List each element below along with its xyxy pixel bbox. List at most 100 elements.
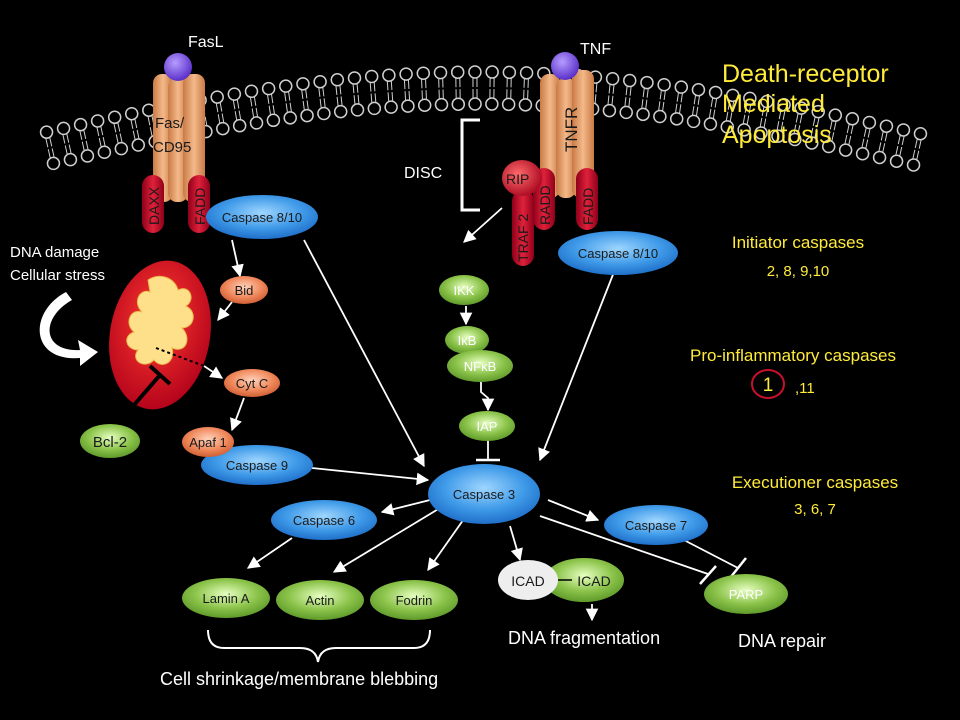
bcl2-node: Bcl-2 bbox=[80, 424, 140, 458]
lipid-head bbox=[485, 65, 499, 79]
lipid-tail bbox=[608, 84, 611, 94]
lipid-head bbox=[788, 132, 802, 147]
cell-shrinkage-label: Cell shrinkage/membrane blebbing bbox=[160, 669, 438, 689]
lipid-head bbox=[39, 125, 54, 139]
lipid-tail bbox=[285, 103, 288, 113]
lipid-head bbox=[855, 147, 870, 161]
lipid-tail bbox=[725, 111, 729, 121]
lipid-tail bbox=[102, 137, 106, 147]
fadd-left-label: FADD bbox=[192, 188, 208, 225]
lipid-tail bbox=[594, 94, 597, 104]
mito-dotted-line bbox=[155, 347, 205, 367]
inhibit-casp7-to-parp bbox=[679, 537, 739, 569]
lipid-head bbox=[216, 121, 230, 136]
lipid-tail bbox=[267, 94, 270, 104]
lipid-tail bbox=[374, 93, 377, 103]
rip-label: RIP bbox=[506, 171, 529, 187]
lipid-tail bbox=[98, 137, 102, 147]
proinflammatory-circled-number: 1 bbox=[763, 375, 774, 396]
lipid-head bbox=[382, 68, 396, 82]
lipid-tail bbox=[115, 134, 119, 144]
lipid-tail bbox=[113, 123, 117, 133]
lipid-tail bbox=[357, 94, 360, 104]
lipid-head bbox=[330, 73, 345, 87]
lipid-tail bbox=[629, 86, 632, 96]
lipid-tail bbox=[712, 109, 716, 119]
lipid-tail bbox=[51, 148, 55, 158]
lipid-head bbox=[417, 98, 432, 112]
lipid-tail bbox=[136, 129, 140, 139]
title-line-1: Death-receptor bbox=[722, 60, 889, 88]
lipid-tail bbox=[64, 145, 68, 155]
lipid-tail bbox=[232, 100, 236, 110]
caspase6-node: Caspase 6 bbox=[271, 500, 377, 540]
iap-ellipse bbox=[459, 411, 515, 441]
arrow-casp3-to-icad bbox=[509, 525, 523, 562]
lipid-tail bbox=[288, 91, 291, 101]
caspase7-label: Caspase 7 bbox=[625, 518, 687, 533]
lipid-tail bbox=[778, 110, 782, 120]
arrow-mito-to-cytc bbox=[203, 365, 224, 379]
lipid-tail bbox=[149, 127, 153, 137]
lipid-head bbox=[906, 158, 921, 172]
lipid-tail bbox=[833, 121, 837, 131]
lipid-tail bbox=[663, 90, 666, 100]
lipid-head bbox=[686, 114, 701, 129]
arrow-casp3-to-casp7 bbox=[547, 499, 600, 522]
lipid-head bbox=[743, 91, 757, 106]
lipid-tail bbox=[624, 97, 627, 107]
lipid-head bbox=[485, 97, 499, 111]
lipid-tail bbox=[81, 141, 85, 151]
lipid-tail bbox=[386, 81, 389, 91]
lipid-tail bbox=[714, 98, 718, 108]
caspase6-ellipse bbox=[271, 500, 377, 540]
lipid-head bbox=[244, 84, 259, 99]
title-line-2: Mediated bbox=[722, 90, 825, 118]
apaf1-ellipse bbox=[182, 427, 234, 457]
mitochondrion bbox=[109, 260, 211, 410]
initiator-values: 2, 8, 9,10 bbox=[767, 263, 830, 280]
lipid-tail bbox=[595, 83, 598, 93]
lipid-head bbox=[862, 115, 877, 130]
lipid-tail bbox=[776, 120, 780, 131]
lipid-tail bbox=[812, 117, 816, 127]
lipid-head bbox=[46, 156, 61, 171]
lipid-tail bbox=[727, 100, 731, 110]
lipid-head bbox=[725, 88, 740, 103]
lipid-tail bbox=[404, 91, 407, 101]
nfkb-kappa: κ bbox=[481, 359, 488, 374]
lipid-head bbox=[73, 117, 88, 132]
caspase6-label: Caspase 6 bbox=[293, 513, 355, 528]
parp-node: PARP bbox=[704, 574, 788, 614]
lipid-tail bbox=[744, 103, 748, 113]
lipid-tail bbox=[642, 88, 645, 98]
apaf1-label: Apaf 1 bbox=[189, 435, 227, 450]
lipid-tail bbox=[407, 79, 410, 90]
ikb-kappa: κ bbox=[461, 333, 468, 348]
lipid-tail bbox=[49, 137, 53, 147]
lipid-tail bbox=[66, 133, 70, 143]
lipid-tail bbox=[62, 134, 66, 144]
fas-label-line-2: CD95 bbox=[153, 139, 191, 156]
lipid-tail bbox=[746, 115, 750, 125]
lipid-tail bbox=[761, 106, 765, 116]
lipid-tail bbox=[675, 103, 678, 113]
lipid-head bbox=[97, 145, 112, 159]
lipid-tail bbox=[305, 89, 308, 99]
ikb-label: IκB bbox=[458, 333, 477, 348]
lipid-head bbox=[777, 98, 791, 112]
fodrin-label: Fodrin bbox=[396, 593, 433, 608]
lipid-tail bbox=[763, 118, 767, 128]
disc-label: DISC bbox=[404, 165, 442, 182]
dna-damage-label: DNA damage bbox=[10, 244, 99, 261]
actin-label: Actin bbox=[306, 593, 335, 608]
lipid-tail bbox=[897, 135, 901, 145]
lipid-tail bbox=[234, 111, 238, 121]
dna-fragmentation-label: DNA fragmentation bbox=[508, 628, 660, 648]
lipid-tail bbox=[861, 138, 865, 148]
bcl2-ellipse bbox=[80, 424, 140, 458]
fasl-ligand-icon bbox=[164, 53, 192, 81]
icad-green-ellipse bbox=[544, 558, 624, 602]
lipid-tail bbox=[236, 99, 240, 109]
lipid-head bbox=[399, 67, 413, 81]
